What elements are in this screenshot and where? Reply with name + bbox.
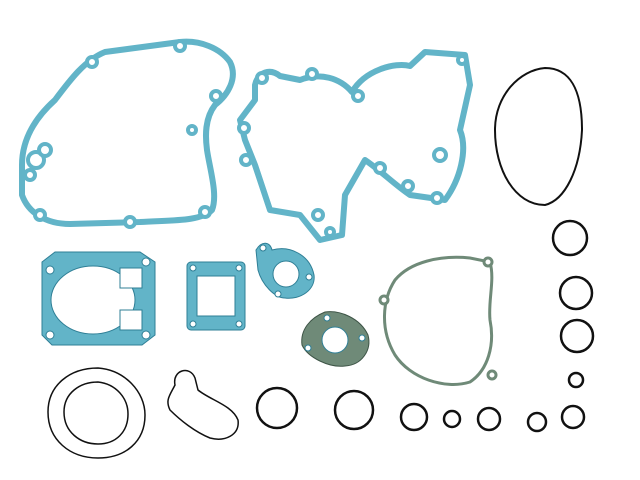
- o-ring: [560, 404, 586, 430]
- clutch-cover-gasket: [378, 255, 498, 386]
- o-ring: [558, 275, 594, 311]
- center-crankcase-gasket: [237, 49, 473, 243]
- reed-valve-gasket: [186, 261, 246, 331]
- o-ring: [551, 219, 589, 257]
- left-crankcase-gasket: [19, 38, 236, 229]
- crankshaft-seal-ring: [47, 367, 146, 459]
- o-ring: [333, 389, 375, 431]
- o-ring: [255, 386, 299, 430]
- water-pump-gasket: [167, 369, 239, 440]
- o-ring: [442, 409, 462, 429]
- small-cover-gasket: [255, 242, 315, 299]
- cylinder-head-o-ring-large: [493, 66, 584, 207]
- o-ring: [526, 411, 548, 433]
- o-ring: [567, 371, 585, 389]
- o-ring: [559, 318, 595, 354]
- o-ring: [399, 402, 429, 432]
- exhaust-flange-gasket: [301, 311, 370, 367]
- o-ring: [476, 406, 502, 432]
- o-rings: [255, 219, 595, 433]
- cylinder-base-gasket: [41, 251, 156, 346]
